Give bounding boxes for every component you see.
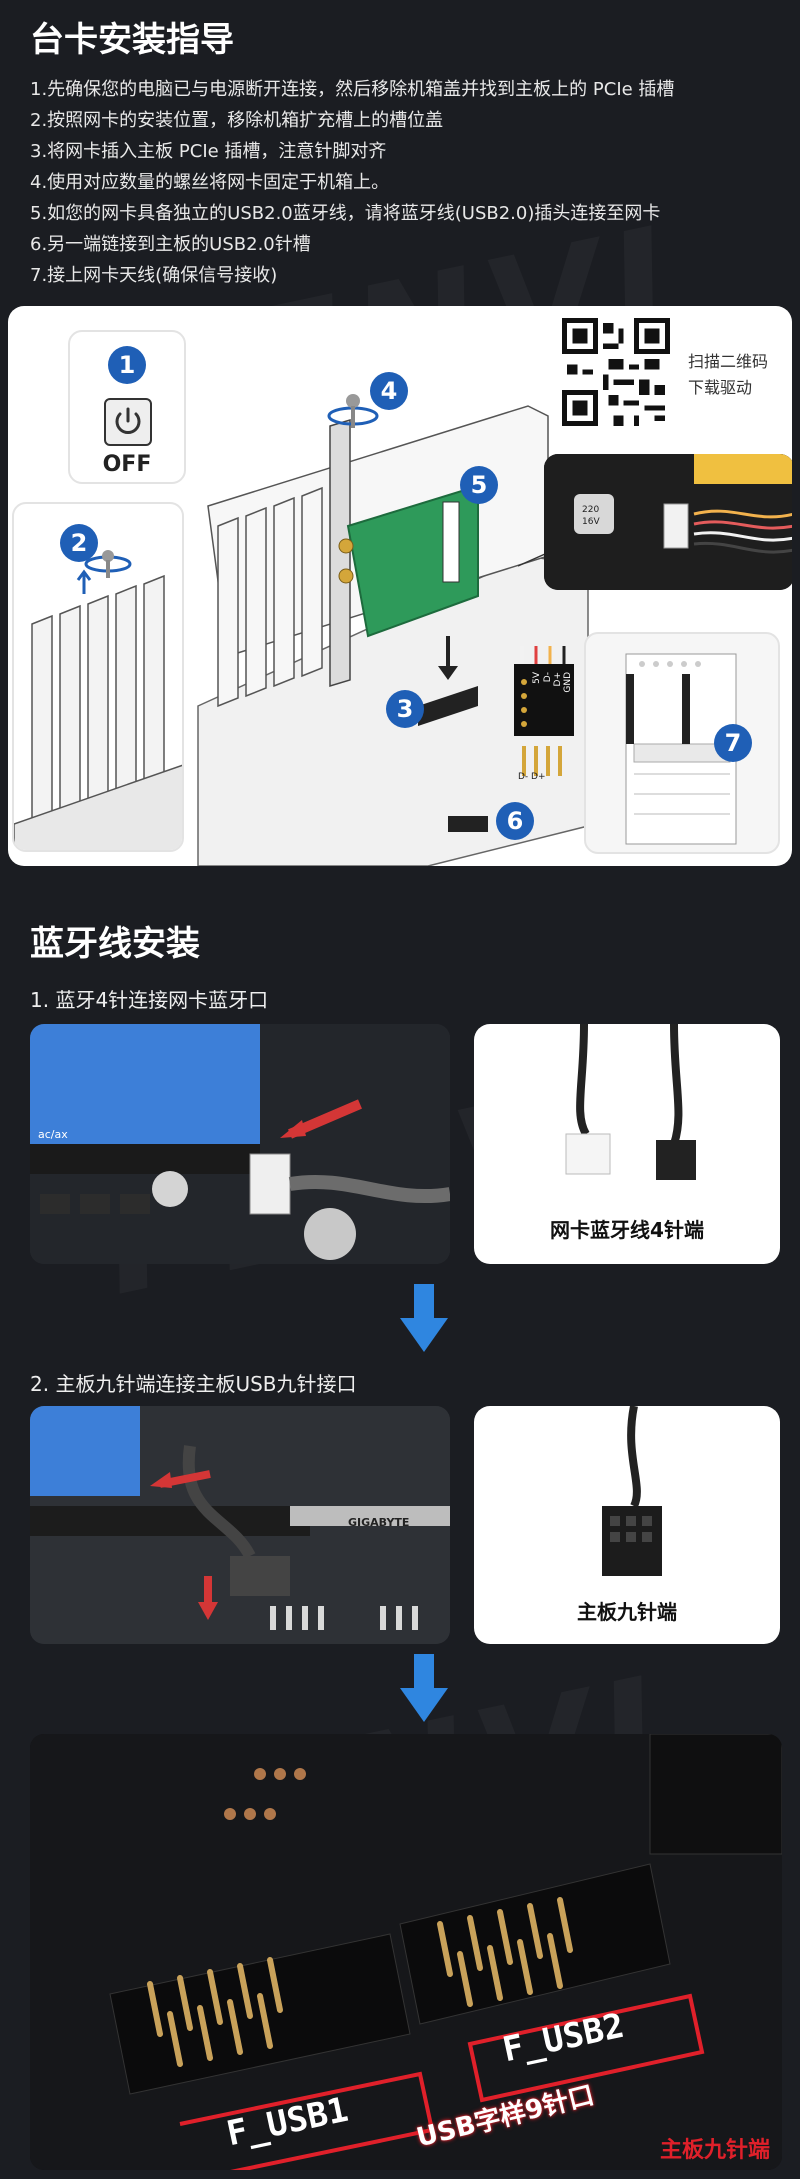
- qr-code: [562, 318, 670, 426]
- antenna-card: 7: [584, 632, 780, 854]
- pin-bottom-label: D- D+: [518, 772, 546, 782]
- bluetooth-4pin-label: 网卡蓝牙线4针端: [550, 1218, 704, 1242]
- step-text: 1.先确保您的电脑已与电源断开连接，然后移除机箱盖并找到主板上的 PCIe 插槽: [30, 79, 675, 100]
- step-text: 5.如您的网卡具备独立的USB2.0蓝牙线，请将蓝牙线(USB2.0)插头连接至…: [30, 203, 661, 224]
- qr-caption-line1: 扫描二维码: [688, 352, 769, 371]
- off-label: OFF: [102, 452, 152, 477]
- power-button-icon: [104, 398, 152, 446]
- qr-caption-line2: 下载驱动: [688, 378, 753, 397]
- bluetooth-step-1: 1. 蓝牙4针连接网卡蓝牙口: [30, 988, 269, 1012]
- step-text: 3.将网卡插入主板 PCIe 插槽，注意针脚对齐: [30, 141, 387, 162]
- header-9pin-card: 主板九针端: [474, 1406, 780, 1644]
- badge-7: 7: [714, 724, 752, 762]
- step-text: 7.接上网卡天线(确保信号接收): [30, 265, 278, 286]
- install-diagram-panel: 1 OFF 2: [8, 306, 792, 866]
- photo-text: GIGABYTE: [348, 1516, 410, 1529]
- motherboard-header-photo: GIGABYTE: [30, 1406, 450, 1644]
- badge-5: 5: [460, 466, 498, 504]
- badge-3: 3: [386, 690, 424, 728]
- step-text: 6.另一端链接到主板的USB2.0针槽: [30, 234, 311, 255]
- install-steps: 1.先确保您的电脑已与电源断开连接，然后移除机箱盖并找到主板上的 PCIe 插槽…: [30, 74, 790, 291]
- network-card-port-photo: ac/ax: [30, 1024, 450, 1264]
- bluetooth-4pin-card: 网卡蓝牙线4针端: [474, 1024, 780, 1264]
- step-text: 4.使用对应数量的螺丝将网卡固定于机箱上。: [30, 172, 390, 193]
- bluetooth-port-detail: 220 16V: [544, 454, 792, 590]
- pin-label: 5V: [532, 672, 542, 684]
- arrow-down-icon: [400, 1284, 448, 1358]
- section-title-install: 台卡安装指导: [30, 20, 234, 60]
- capacitor-label: 220: [582, 505, 599, 515]
- power-off-card: 1 OFF: [68, 330, 186, 484]
- slot-bracket-illustration: [14, 550, 182, 850]
- section-title-bluetooth: 蓝牙线安装: [30, 924, 200, 964]
- capacitor-label: 16V: [582, 517, 600, 527]
- bluetooth-step-2: 2. 主板九针端连接主板USB九针接口: [30, 1372, 357, 1396]
- pin-label: GND: [563, 672, 573, 693]
- mainboard-9pin-corner-label: 主板九针端: [659, 2138, 770, 2163]
- pin-diagram: 5V D- D+ GND D- D+: [512, 646, 576, 786]
- badge-6: 6: [496, 802, 534, 840]
- badge-1: 1: [108, 346, 146, 384]
- badge-2: 2: [60, 524, 98, 562]
- pin-label: D+: [553, 672, 563, 687]
- photo-text: ac/ax: [38, 1128, 68, 1141]
- badge-4: 4: [370, 372, 408, 410]
- pin-label: D-: [543, 672, 553, 683]
- step-text: 2.按照网卡的安装位置，移除机箱扩充槽上的槽位盖: [30, 110, 444, 131]
- arrow-down-icon: [400, 1654, 448, 1728]
- header-9pin-label: 主板九针端: [577, 1600, 677, 1624]
- slot-cover-card: 2: [12, 502, 184, 852]
- usb-header-closeup-photo: F_USB1 F_USB2 USB字样9针口 主板九针端: [30, 1734, 782, 2170]
